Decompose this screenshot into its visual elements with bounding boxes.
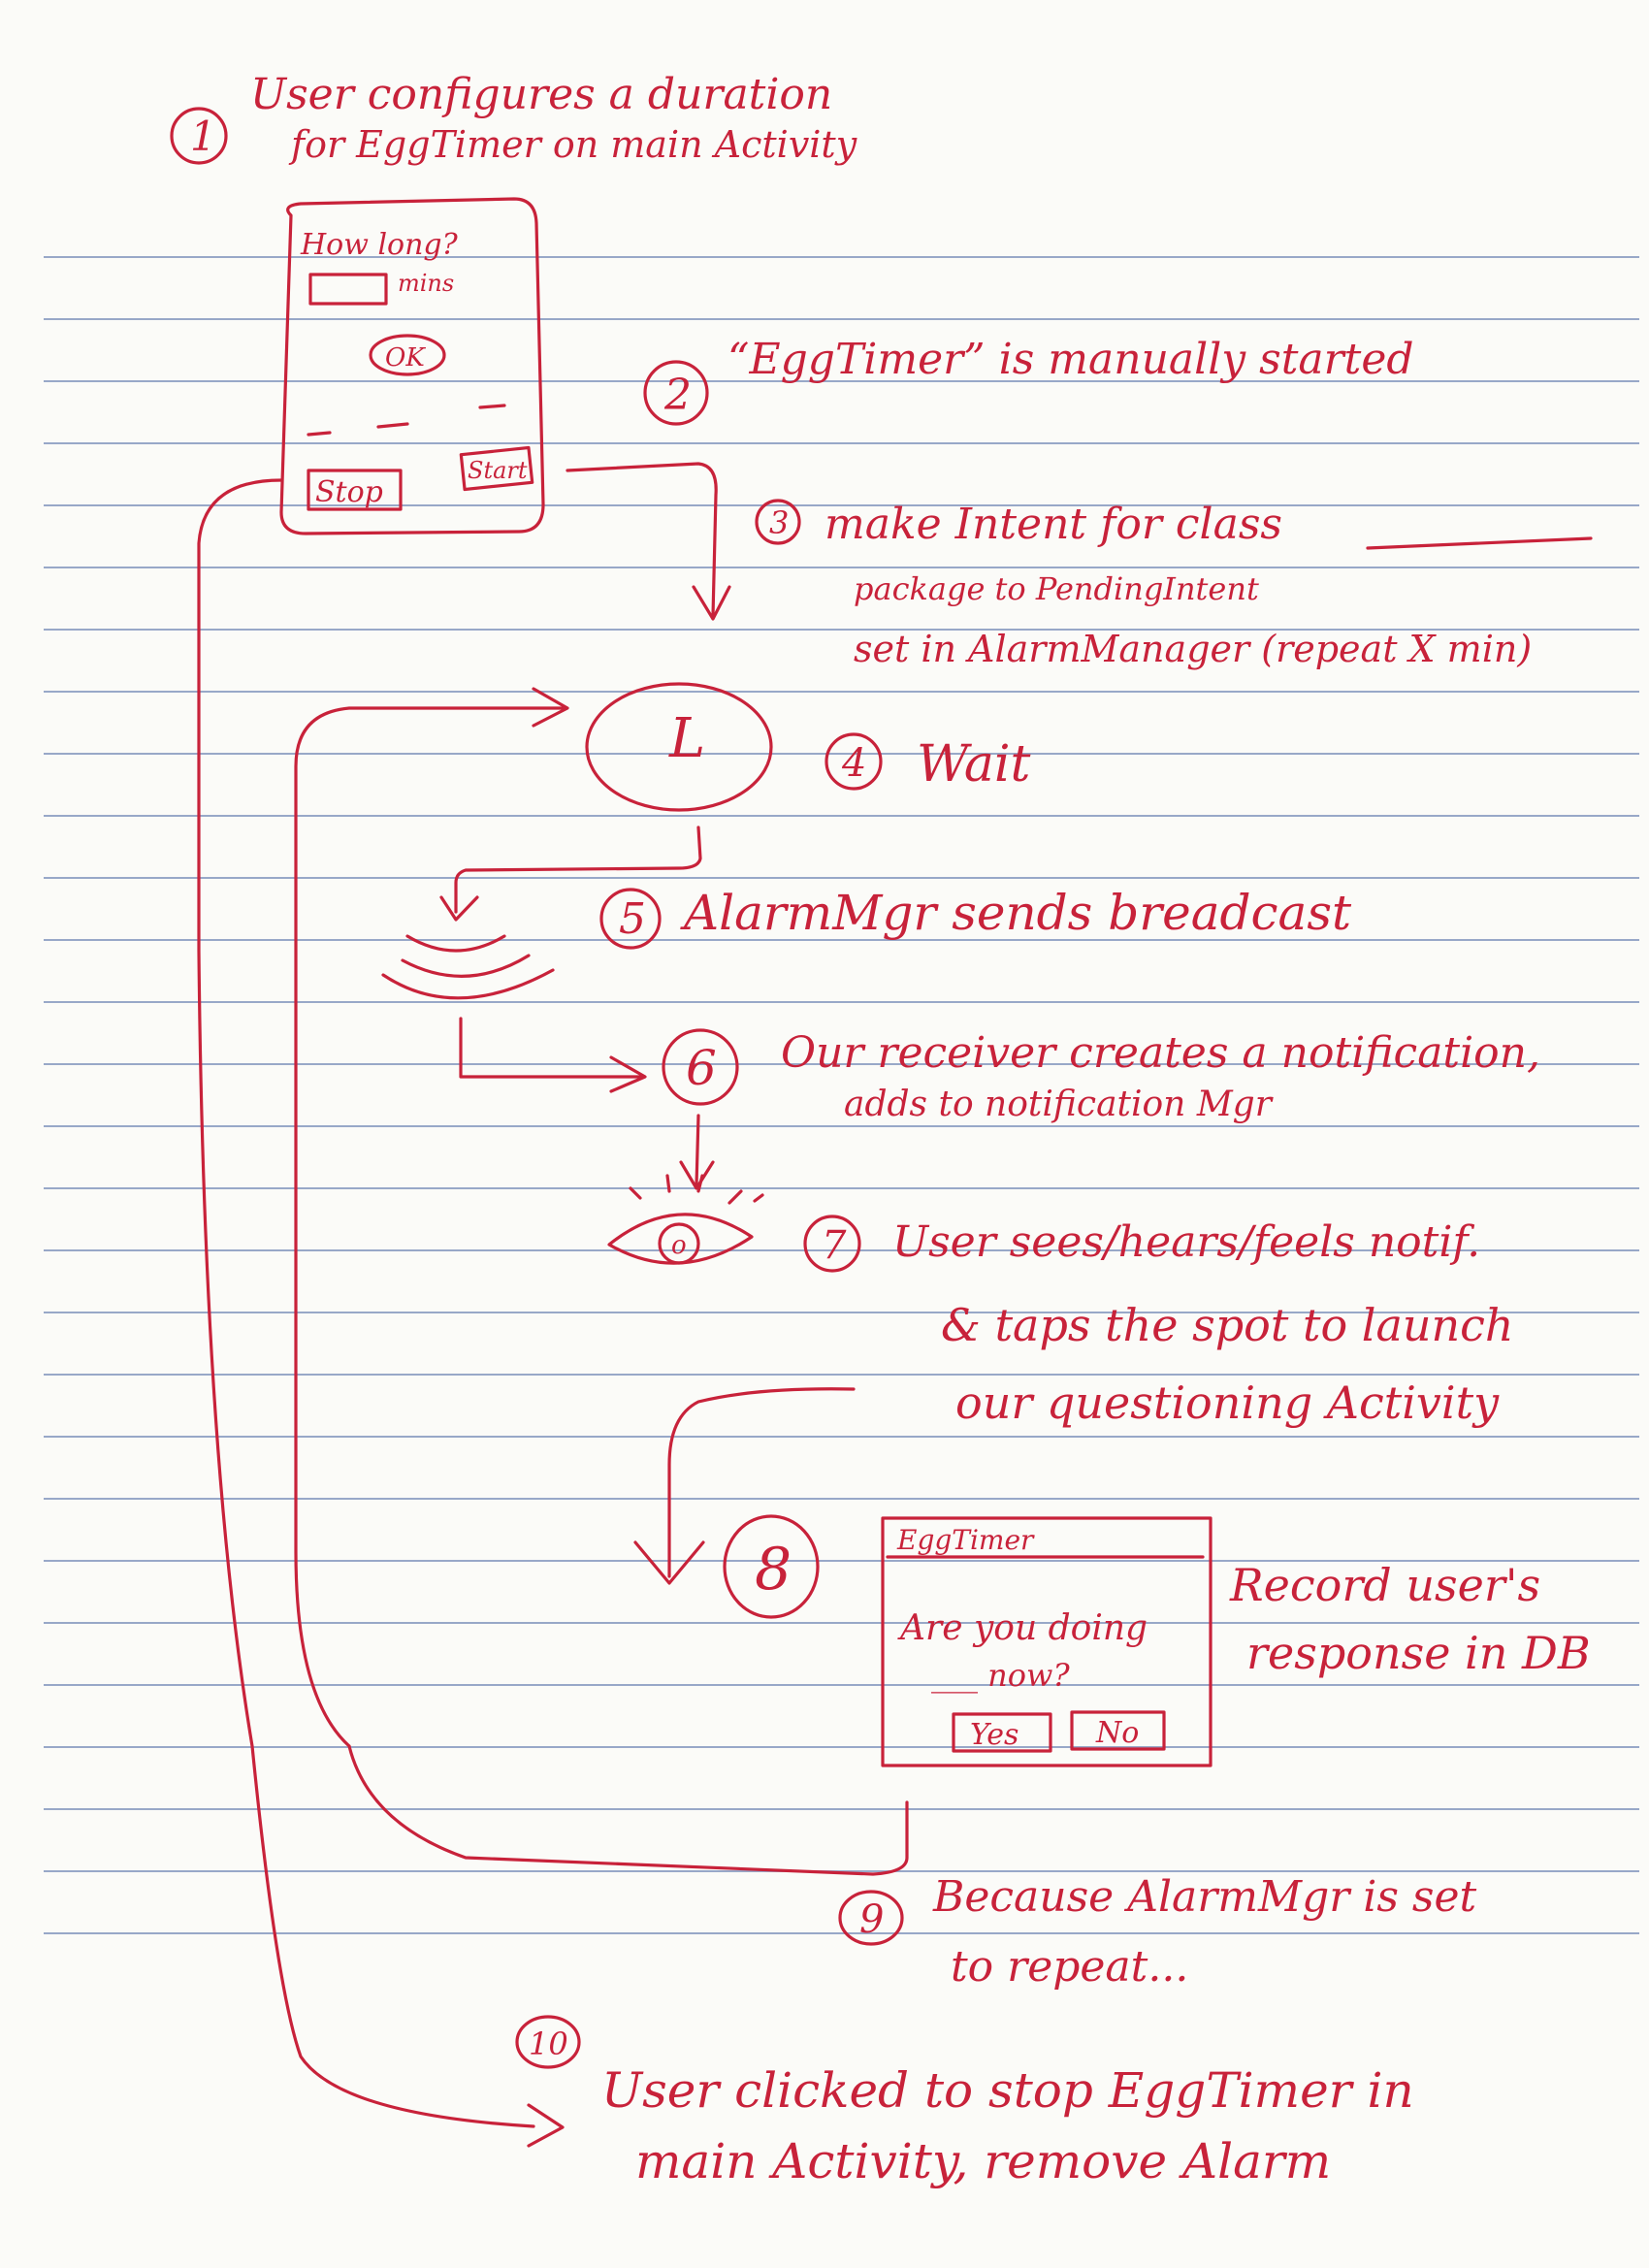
step-2-text: “EggTimer” is manually started (728, 335, 1414, 384)
step-4-number-circle (824, 732, 883, 791)
dialog-frame (881, 1516, 1212, 1767)
phone-mockup: How long? mins OK Stop Start (279, 197, 545, 535)
stop-button-outline[interactable] (307, 469, 403, 511)
step-7-line-2: & taps the spot to launch (941, 1299, 1514, 1351)
step-8-number: 8 (755, 1536, 792, 1604)
dialog-mockup: EggTimer Are you doing ___ now? Yes No (881, 1516, 1212, 1767)
clock-hands: L (668, 707, 705, 770)
step-1-line-1: User configures a duration (250, 70, 832, 119)
step-7-line-1: User sees/hears/feels notif. (892, 1217, 1480, 1267)
step-9-line-2: to repeat... (951, 1942, 1188, 1992)
eye-pupil (658, 1222, 700, 1265)
arrowhead-receiver (609, 1055, 647, 1093)
step-3-line-3: set in AlarmManager (repeat X min) (854, 628, 1532, 670)
step-7-number: 7 (822, 1223, 847, 1268)
step-9-number: 9 (859, 1897, 884, 1942)
eye-pupil-glyph: o (671, 1231, 687, 1260)
arrowhead-eye (679, 1160, 715, 1190)
step-1: 1 User configures a duration for EggTime… (170, 70, 857, 166)
arrow-loop-to-clock (294, 706, 565, 1748)
arrow-stop-to-remove (197, 478, 535, 2128)
dialog-question-line-2: ___ now? (931, 1657, 1070, 1694)
step-10-line-2: main Activity, remove Alarm (635, 2133, 1331, 2189)
stop-button[interactable]: Stop (315, 475, 383, 509)
yes-button-outline[interactable] (952, 1712, 1052, 1753)
step-10: 10 User clicked to stop EggTimer in main… (515, 2015, 1414, 2189)
step-6-line-2: adds to notification Mgr (844, 1085, 1274, 1124)
step-3-line-2: package to PendingIntent (854, 570, 1259, 607)
arrowhead-broadcast (439, 895, 479, 922)
step-6-number-circle (662, 1028, 739, 1106)
step-6-number: 6 (686, 1040, 717, 1096)
yes-button[interactable]: Yes (970, 1718, 1018, 1752)
step-10-line-1: User clicked to stop EggTimer in (601, 2062, 1414, 2119)
step-3-blank-line (1366, 536, 1593, 550)
minutes-unit: mins (398, 270, 454, 297)
no-button[interactable]: No (1095, 1716, 1139, 1750)
ruled-lines (44, 256, 1639, 1934)
step-2-number: 2 (663, 371, 692, 420)
step-6-line-1: Our receiver creates a notification, (781, 1028, 1540, 1078)
step-1-number: 1 (190, 113, 216, 160)
step-3-number: 3 (769, 504, 789, 541)
step-4: L 4 Wait (585, 682, 1031, 812)
ok-button[interactable]: OK (385, 343, 426, 373)
step-4-text: Wait (917, 735, 1031, 794)
dialog-question-line-1: Are you doing (897, 1608, 1148, 1648)
arrow-tap-to-dialog (667, 1387, 856, 1578)
step-8-note-line-1: Record user's (1229, 1559, 1540, 1611)
step-1-line-2: for EggTimer on main Activity (288, 123, 857, 166)
minutes-input[interactable] (308, 273, 388, 306)
step-10-number: 10 (529, 2025, 568, 2062)
clock-icon (585, 682, 773, 812)
step-5: 5 AlarmMgr sends breadcast (381, 885, 1352, 1000)
start-button[interactable]: Start (468, 457, 528, 484)
broadcast-waves-icon (381, 934, 555, 1000)
step-3: 3 make Intent for class package to Pendi… (755, 499, 1593, 670)
arrow-dialog-to-repeat (347, 1744, 909, 1876)
arrowhead-intent (692, 585, 731, 621)
step-5-number: 5 (619, 894, 646, 944)
arrow-start-to-intent (566, 462, 718, 618)
step-4-number: 4 (841, 741, 866, 786)
step-7: o 7 User sees/hears/feels notif. & taps … (607, 1174, 1514, 1429)
step-7-number-circle (803, 1215, 861, 1273)
arrowhead-remove (527, 2103, 565, 2148)
arrowhead-clock (532, 687, 569, 728)
step-8-number-circle (723, 1514, 820, 1619)
phone-mockup-frame (279, 197, 545, 535)
phone-divider (307, 404, 506, 437)
step-9: 9 Because AlarmMgr is set to repeat... (838, 1872, 1477, 1992)
arrow-clock-to-broadcast (454, 826, 702, 914)
no-button-outline[interactable] (1070, 1710, 1166, 1751)
arrow-receiver-to-eye (695, 1114, 700, 1187)
arrow-broadcast-to-receiver (459, 1017, 642, 1079)
step-3-line-1: make Intent for class (824, 500, 1282, 549)
phone-prompt: How long? (300, 228, 459, 262)
flow-arrows (197, 462, 909, 2148)
step-8: 8 EggTimer Are you doing ___ now? Yes No… (723, 1514, 1591, 1767)
step-9-line-1: Because AlarmMgr is set (932, 1872, 1477, 1922)
step-5-text: AlarmMgr sends breadcast (680, 885, 1352, 941)
arrowhead-dialog (633, 1540, 705, 1585)
step-2-number-circle (643, 360, 709, 426)
step-6: 6 Our receiver creates a notification, a… (662, 1028, 1540, 1124)
step-2: 2 “EggTimer” is manually started (643, 335, 1414, 426)
ok-button-outline[interactable] (369, 334, 446, 376)
step-10-number-circle (515, 2015, 581, 2069)
step-1-number-circle (170, 107, 228, 165)
step-7-line-3: our questioning Activity (955, 1377, 1500, 1429)
start-button-outline[interactable] (459, 445, 534, 492)
step-8-note-line-2: response in DB (1246, 1627, 1591, 1679)
step-9-number-circle (838, 1890, 904, 1946)
step-3-number-circle (755, 499, 801, 545)
step-5-number-circle (599, 888, 662, 950)
dialog-title: EggTimer (896, 1524, 1035, 1556)
